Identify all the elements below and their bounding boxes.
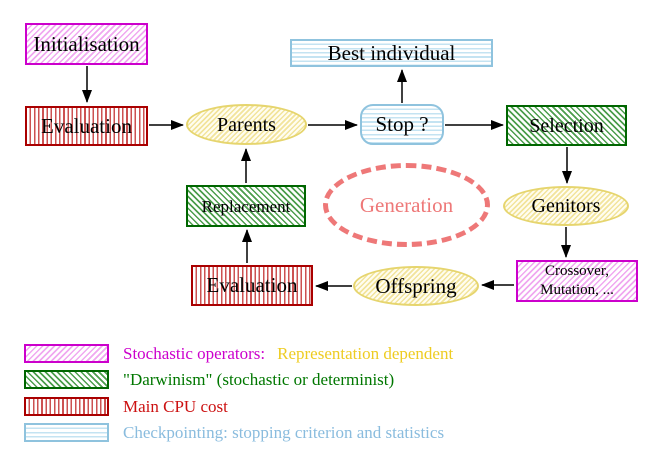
node-best-individual: Best individual bbox=[290, 39, 493, 67]
legend-text-stochastic: Stochastic operators: Representation depe… bbox=[123, 345, 453, 362]
node-evaluation-bottom: Evaluation bbox=[191, 265, 313, 306]
node-selection: Selection bbox=[506, 105, 627, 146]
node-stop-label: Stop ? bbox=[375, 112, 429, 136]
node-crossover-mutation: Crossover, Mutation, ... bbox=[516, 260, 638, 302]
legend-swatch-green-hatch bbox=[24, 370, 109, 389]
node-selection-label: Selection bbox=[529, 114, 604, 137]
generation-cycle-ellipse: Generation bbox=[323, 163, 490, 247]
node-replacement-label: Replacement bbox=[201, 196, 291, 216]
node-stop: Stop ? bbox=[360, 104, 444, 145]
legend-row-darwinism: "Darwinism" (stochastic or determinist) bbox=[24, 370, 394, 389]
legend-label-stochastic-operators: Stochastic operators: bbox=[123, 344, 266, 363]
legend-label-darwinism: "Darwinism" (stochastic or determinist) bbox=[123, 370, 395, 389]
legend-swatch-red-stripes bbox=[24, 397, 109, 416]
node-best-individual-label: Best individual bbox=[327, 40, 456, 65]
node-offspring: Offspring bbox=[353, 266, 479, 306]
node-parents-label: Parents bbox=[217, 113, 276, 136]
legend-row-stochastic-operators: Stochastic operators: Representation depe… bbox=[24, 344, 453, 363]
legend-row-checkpointing: Checkpointing: stopping criterion and st… bbox=[24, 423, 444, 442]
node-replacement: Replacement bbox=[186, 185, 306, 227]
node-offspring-label: Offspring bbox=[375, 273, 457, 298]
legend-label-checkpointing: Checkpointing: stopping criterion and st… bbox=[123, 423, 445, 442]
generation-label: Generation bbox=[359, 192, 454, 217]
node-parents: Parents bbox=[186, 104, 307, 145]
legend-swatch-cyan-stripes bbox=[24, 423, 109, 442]
node-evaluation-top-label: Evaluation bbox=[41, 113, 132, 138]
legend-label-representation-dependent: Representation dependent bbox=[277, 344, 454, 363]
node-genitors: Genitors bbox=[503, 186, 629, 226]
legend-swatch-magenta-hatch bbox=[24, 344, 109, 363]
node-crossover-label-line1: Crossover, bbox=[545, 263, 609, 280]
legend-label-main-cpu-cost: Main CPU cost bbox=[123, 397, 228, 416]
node-initialisation-label: Initialisation bbox=[33, 31, 140, 56]
node-evaluation-top: Evaluation bbox=[25, 106, 148, 146]
node-initialisation: Initialisation bbox=[25, 23, 148, 65]
node-crossover-label-line2: Mutation, ... bbox=[540, 282, 614, 298]
legend-row-main-cpu-cost: Main CPU cost bbox=[24, 397, 228, 416]
node-evaluation-bottom-label: Evaluation bbox=[206, 273, 298, 297]
node-genitors-label: Genitors bbox=[531, 195, 601, 217]
